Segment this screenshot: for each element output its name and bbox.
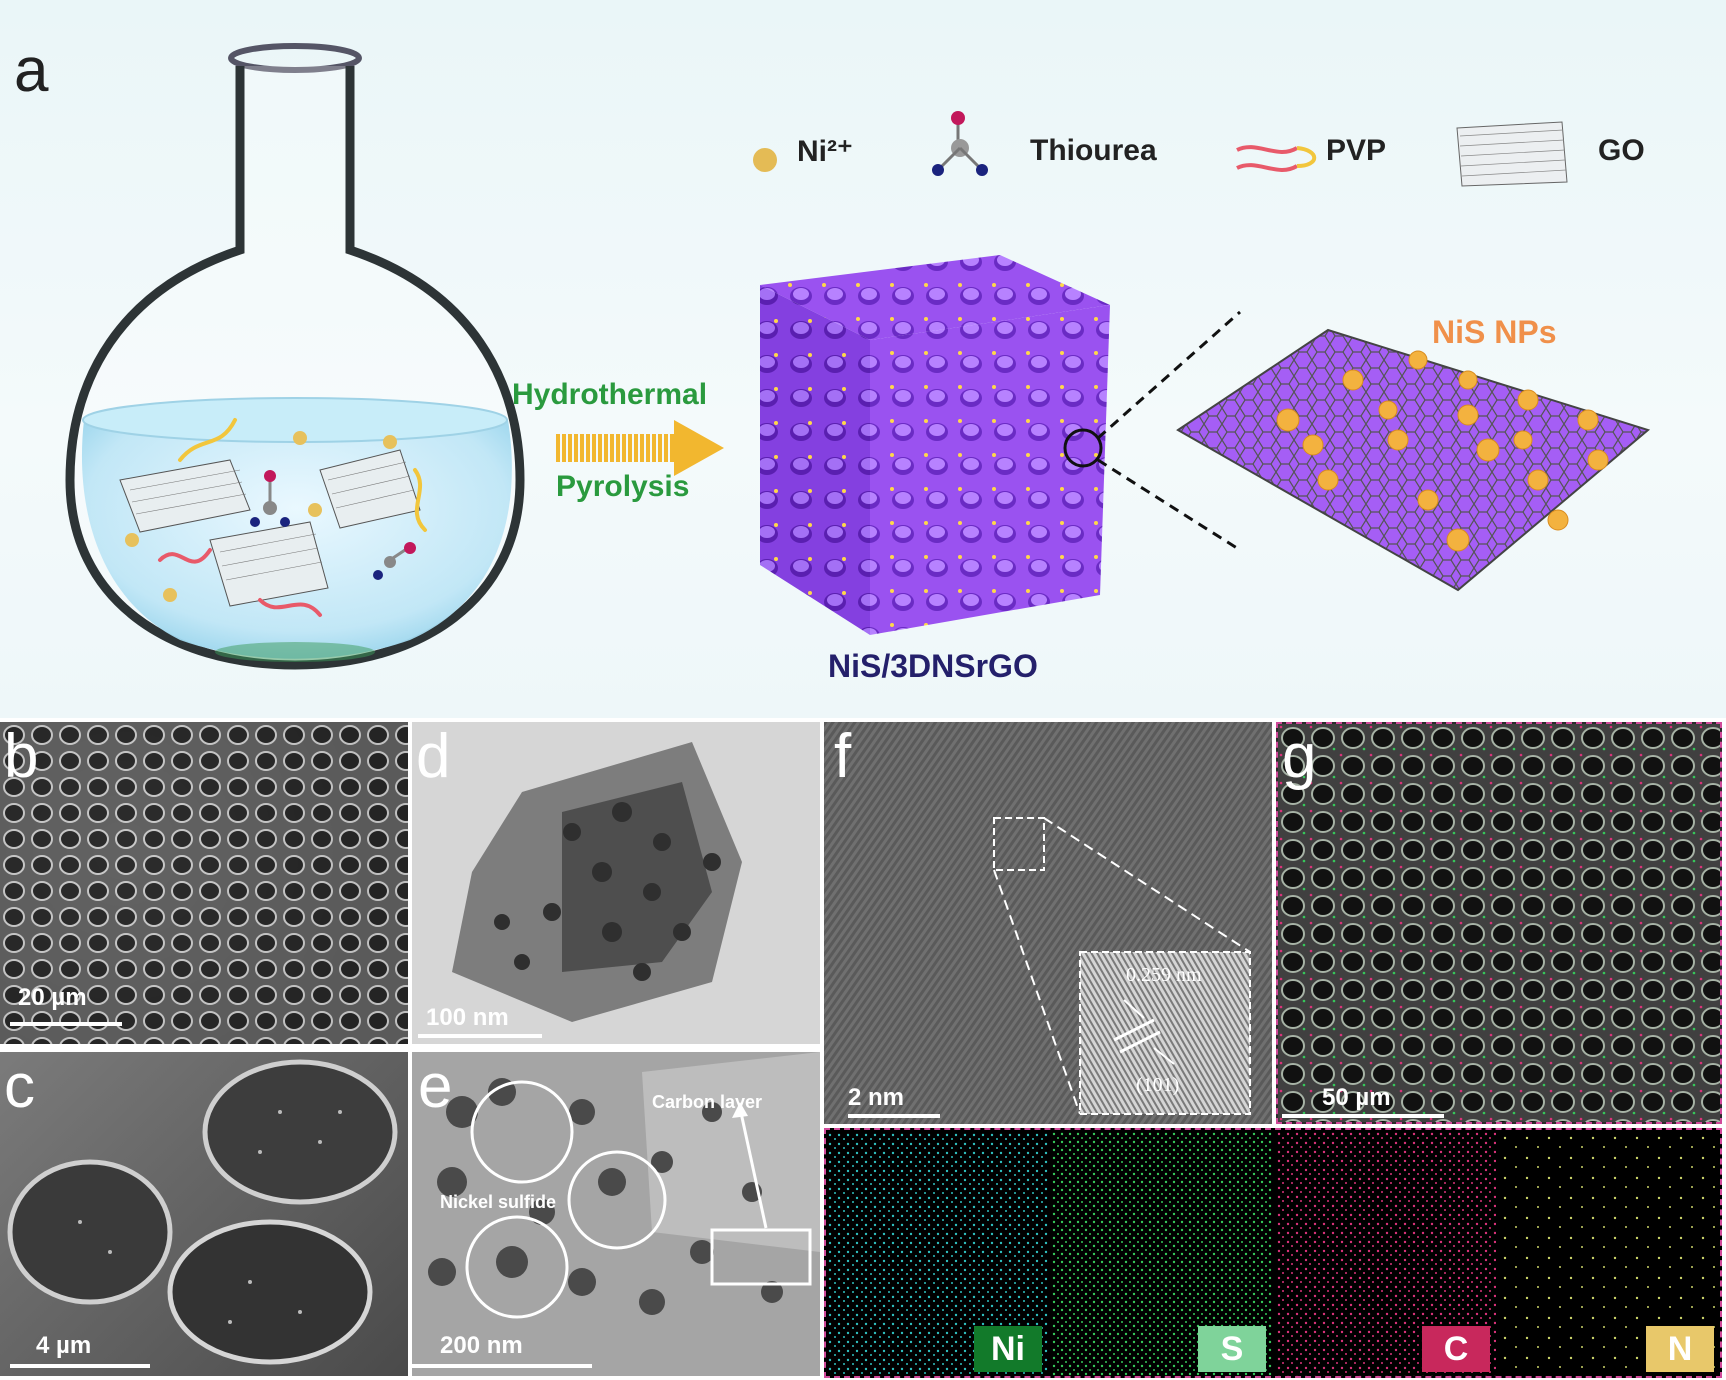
panel-label-c: c [4, 1052, 35, 1121]
eds-tag-n: N [1646, 1326, 1714, 1372]
graphene-sheet-with-nanoparticles [1176, 328, 1651, 592]
scale-bar-c [10, 1364, 150, 1368]
panel-c-sem-image: c 4 µm [0, 1052, 408, 1376]
scale-bar-b [10, 1022, 122, 1026]
process-step-hydrothermal: Hydrothermal [512, 378, 708, 411]
eds-tag-ni: Ni [974, 1326, 1042, 1372]
eds-tag-c: C [1422, 1326, 1490, 1372]
panel-label-b: b [4, 722, 39, 791]
process-step-pyrolysis: Pyrolysis [556, 470, 690, 503]
lattice-fringes [824, 722, 1272, 1124]
scale-bar-label-e: 200 nm [440, 1332, 523, 1359]
scale-bar-e [412, 1364, 592, 1368]
panel-label-f: f [834, 722, 852, 791]
scale-bar-label-g: 50 µm [1322, 1084, 1391, 1111]
eds-tag-s: S [1198, 1326, 1266, 1372]
panel-a-schematic: a [0, 0, 1726, 718]
legend-ni: Ni²⁺ [797, 135, 853, 168]
panel-f-hrtem-image: f 0.259 nm (101) 2 nm [824, 722, 1272, 1124]
tem-particles [412, 1052, 820, 1376]
eds-map-ni: Ni [828, 1132, 1048, 1376]
large-pore-texture [7, 1059, 398, 1365]
legend-pvp: PVP [1326, 134, 1387, 167]
legend-thiourea: Thiourea [1030, 134, 1157, 167]
porous-graphene-cube [760, 255, 1110, 635]
nanoparticles-label: NiS NPs [1432, 314, 1557, 350]
scale-bar-label-c: 4 µm [36, 1332, 92, 1359]
nickel-sulfide-label: Nickel sulfide [440, 1192, 557, 1212]
lattice-plane-label: (101) [1136, 1074, 1180, 1096]
process-arrow [556, 420, 724, 476]
go-sheet-icon [1456, 121, 1568, 187]
eds-map-n: N [1500, 1132, 1720, 1376]
zoom-indicator [1063, 310, 1241, 552]
scale-bar-label-d: 100 nm [426, 1004, 509, 1031]
scale-bar-label-b: 20 µm [18, 984, 87, 1011]
panel-label-e: e [418, 1052, 453, 1121]
legend-go: GO [1598, 134, 1645, 167]
eds-maps-strip: Ni S C N [824, 1128, 1722, 1378]
scale-bar-d [418, 1034, 542, 1038]
d-spacing-label: 0.259 nm [1126, 964, 1202, 986]
panel-label-a: a [14, 36, 49, 105]
eds-map-s: S [1052, 1132, 1272, 1376]
panel-label-d: d [416, 722, 451, 791]
scale-bar-f [848, 1114, 940, 1118]
panel-g-sem-image: g 50 µm [1276, 722, 1722, 1124]
scale-bar-g [1282, 1114, 1444, 1118]
panel-e-tem-image: e Carbon layer Nickel sulfide 200 nm [412, 1052, 820, 1376]
pvp-chain-icon [1236, 145, 1317, 172]
product-label: NiS/3DNSrGO [828, 648, 1038, 684]
thiourea-molecule-icon [932, 111, 988, 176]
eds-map-c: C [1276, 1132, 1496, 1376]
panel-d-tem-image: d 100 nm [412, 722, 820, 1044]
panel-label-g: g [1282, 722, 1317, 791]
scale-bar-label-f: 2 nm [848, 1084, 905, 1111]
nanosheet-with-particles [452, 742, 742, 1022]
porous-texture [0, 722, 408, 1044]
round-bottom-flask [65, 43, 525, 670]
ni-ion-icon [753, 148, 777, 172]
eds-overlay-texture [1278, 724, 1720, 1122]
carbon-layer-label: Carbon layer [652, 1092, 763, 1112]
panel-b-sem-image: b 20 µm [0, 722, 408, 1044]
